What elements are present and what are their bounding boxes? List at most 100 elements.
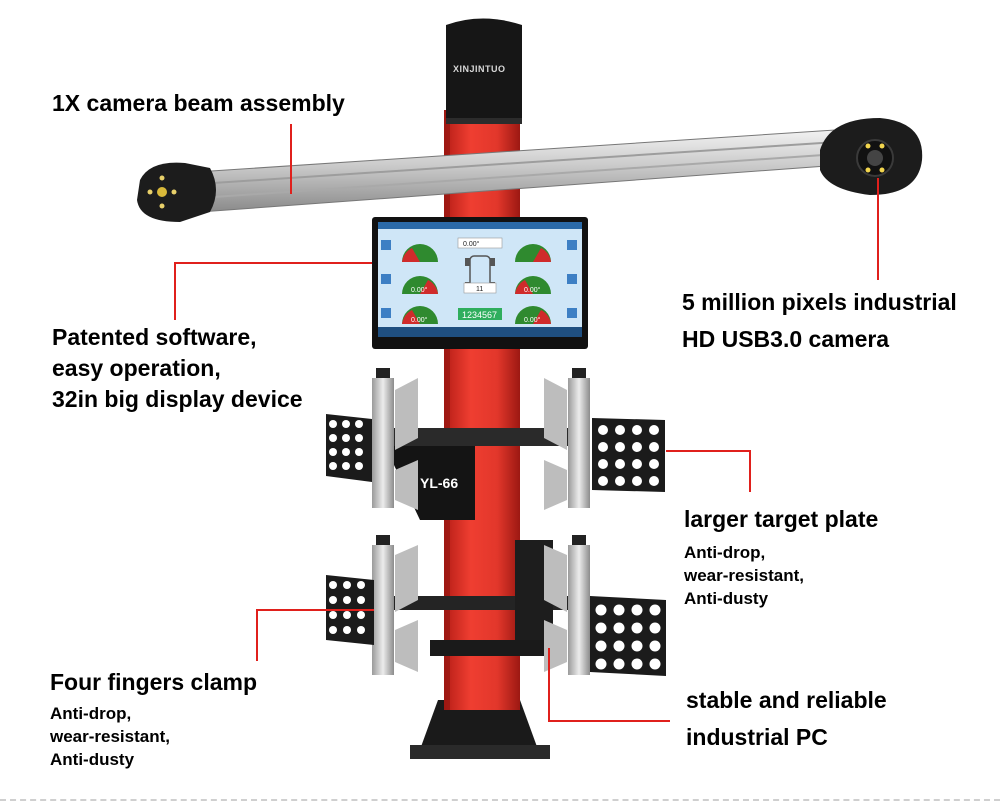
target-dot [595, 622, 607, 634]
wheel-clamp-lower-right [544, 535, 590, 675]
target-dot [343, 596, 351, 604]
target-dots [329, 420, 661, 670]
target-dot [343, 581, 351, 589]
camera-beam-label: 1X camera beam assembly [52, 90, 345, 116]
target-dot [632, 442, 642, 452]
brand-logo-text: XINJINTUO [453, 64, 506, 74]
clamp-label: Four fingers clamp Anti-drop, wear-resis… [50, 666, 257, 771]
pc-label-line1: stable and reliable [686, 687, 887, 713]
target-dot [615, 425, 625, 435]
screen-gauge-value: 0.00° [524, 316, 541, 324]
target-dot [615, 476, 625, 486]
target-dot [595, 640, 607, 652]
target-plate-title: larger target plate [684, 506, 879, 532]
callout-line-target-h [666, 450, 750, 452]
target-dot [357, 581, 365, 589]
target-dot [342, 434, 350, 442]
target-dot [329, 611, 337, 619]
target-dot [329, 581, 337, 589]
screen-gauge-value: 0.00° [411, 286, 428, 294]
column-head [446, 18, 522, 124]
target-dot [649, 442, 659, 452]
camera-label-line2: HD USB3.0 camera [682, 326, 890, 352]
screen-gauge-value: 0.00° [411, 316, 428, 324]
bottom-divider [0, 799, 1000, 801]
target-plate-feature: Anti-drop, [684, 543, 766, 562]
target-dot [329, 434, 337, 442]
callout-line-software-v [174, 262, 176, 320]
target-dot [613, 658, 625, 670]
software-label-line3: 32in big display device [52, 386, 303, 412]
target-dot [598, 442, 608, 452]
target-dot [355, 420, 363, 428]
target-dot [342, 448, 350, 456]
pc-label: stable and reliable industrial PC [686, 682, 887, 756]
target-dot [631, 658, 643, 670]
screen-readout-counter: 1234567 [462, 310, 497, 320]
screen-readout-mid: 11 [476, 286, 483, 293]
callout-line-camera [877, 178, 879, 280]
target-dot [649, 658, 661, 670]
target-dot [631, 640, 643, 652]
target-dot [615, 459, 625, 469]
target-plate-upper-right [592, 418, 665, 492]
target-dot [613, 640, 625, 652]
clamp-title: Four fingers clamp [50, 669, 258, 695]
clamp-feature: Anti-drop, [50, 704, 132, 723]
model-label: YL-66 [420, 475, 458, 491]
target-plate-label: larger target plate Anti-drop, wear-resi… [684, 503, 878, 610]
target-dot [355, 434, 363, 442]
column-base [410, 700, 550, 759]
target-dot [649, 604, 661, 616]
target-dot [632, 425, 642, 435]
callout-line-software-h [174, 262, 372, 264]
callout-line-clamp-v [256, 609, 258, 661]
software-label-line2: easy operation, [52, 355, 221, 381]
software-label-line1: Patented software, [52, 324, 257, 350]
target-dot [329, 420, 337, 428]
callout-line-target-v [749, 450, 751, 492]
target-dot [613, 604, 625, 616]
target-dot [595, 604, 607, 616]
target-dot [632, 459, 642, 469]
target-dot [649, 459, 659, 469]
target-dot [598, 459, 608, 469]
target-dot [357, 611, 365, 619]
wheel-clamp-upper-left [372, 368, 418, 510]
target-dot [355, 462, 363, 470]
target-dot [329, 626, 337, 634]
callout-line-pc-h [548, 720, 670, 722]
target-dot [355, 448, 363, 456]
target-dot [649, 425, 659, 435]
target-plate-feature: Anti-dusty [684, 589, 769, 608]
callout-line-pc-v [548, 648, 550, 722]
target-plate-lower-right [590, 596, 666, 676]
display-monitor [372, 217, 588, 349]
target-dot [631, 622, 643, 634]
wheel-clamp-upper-right [544, 368, 590, 510]
callout-line-clamp-h [256, 609, 374, 611]
target-dot [329, 448, 337, 456]
left-camera-pod [137, 162, 216, 222]
target-dot [649, 640, 661, 652]
target-dot [329, 462, 337, 470]
wheel-clamp-lower-left [372, 535, 418, 675]
target-dot [615, 442, 625, 452]
camera-label-line1: 5 million pixels industrial [682, 289, 957, 315]
screen-readout-top: 0.00° [463, 240, 480, 248]
red-column [444, 110, 520, 710]
target-dot [598, 425, 608, 435]
target-dot [631, 604, 643, 616]
camera-label: 5 million pixels industrial HD USB3.0 ca… [682, 286, 957, 355]
callout-line-camera-beam [290, 124, 292, 194]
clamp-feature: Anti-dusty [50, 750, 135, 769]
target-dot [357, 596, 365, 604]
target-dot [632, 476, 642, 486]
target-dot [598, 476, 608, 486]
target-dot [329, 596, 337, 604]
target-dot [357, 626, 365, 634]
target-dot [342, 462, 350, 470]
target-dot [649, 622, 661, 634]
screen-gauge-value: 0.00° [524, 286, 541, 294]
